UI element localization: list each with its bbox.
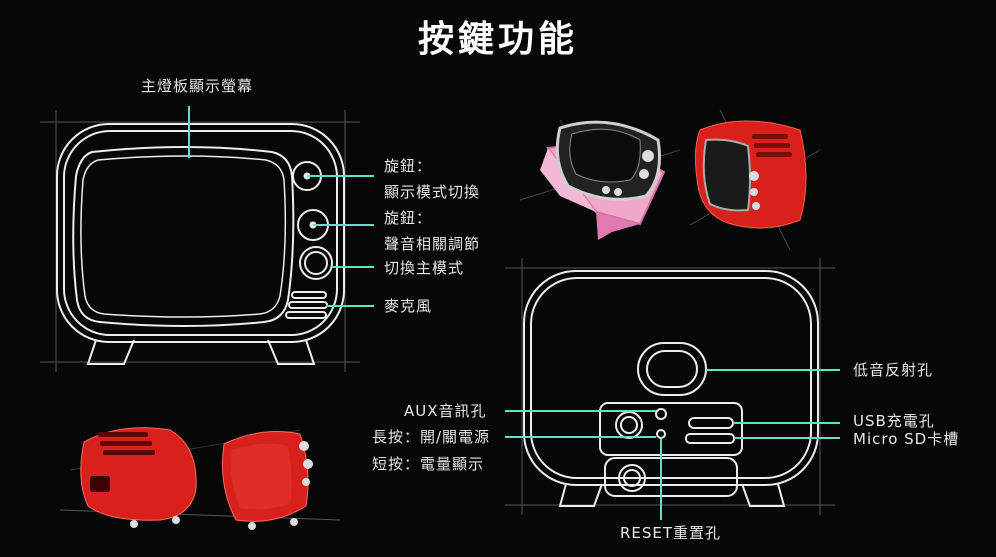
back-reset-hole xyxy=(656,429,666,439)
product-photo-pink-tv xyxy=(519,119,681,240)
label-reset: RESET重置孔 xyxy=(620,524,722,542)
back-usb-port xyxy=(688,417,734,429)
label-power-long: 長按：開/關電源 xyxy=(372,428,491,446)
back-aux-jack xyxy=(615,411,643,439)
label-knob2-title: 旋鈕： xyxy=(384,209,433,227)
label-main-mode: 切換主模式 xyxy=(384,259,465,277)
front-leg-right xyxy=(267,339,316,365)
label-micro-sd: Micro SD卡槽 xyxy=(853,430,960,448)
label-power-short: 短按：電量顯示 xyxy=(372,455,485,473)
back-power-button xyxy=(655,408,667,420)
front-mic-slots xyxy=(285,291,328,319)
front-mode-button xyxy=(299,246,333,280)
page-title: 按鍵功能 xyxy=(417,19,578,60)
back-body-outline xyxy=(523,270,819,486)
front-leg-left xyxy=(86,339,135,365)
label-aux: AUX音訊孔 xyxy=(404,402,487,420)
label-knob1-function: 顯示模式切換 xyxy=(384,183,481,201)
label-display-screen: 主燈板顯示螢幕 xyxy=(141,77,254,95)
label-knob2-function: 聲音相關調節 xyxy=(384,235,481,253)
label-usb: USB充電孔 xyxy=(853,412,935,430)
back-view-drawing xyxy=(505,258,835,515)
front-body-outline xyxy=(56,123,345,343)
label-microphone: 麥克風 xyxy=(384,297,433,315)
leader-lines xyxy=(188,106,840,520)
back-sd-slot xyxy=(685,433,735,444)
front-screen-outline xyxy=(72,146,295,327)
label-bass-port: 低音反射孔 xyxy=(853,361,934,379)
front-view-drawing xyxy=(40,110,360,372)
label-knob1-title: 旋鈕： xyxy=(384,157,433,175)
back-port-panel xyxy=(599,402,743,456)
product-photo-red-tv-bottom xyxy=(59,427,341,530)
product-photo-red-tv-top xyxy=(689,109,821,251)
